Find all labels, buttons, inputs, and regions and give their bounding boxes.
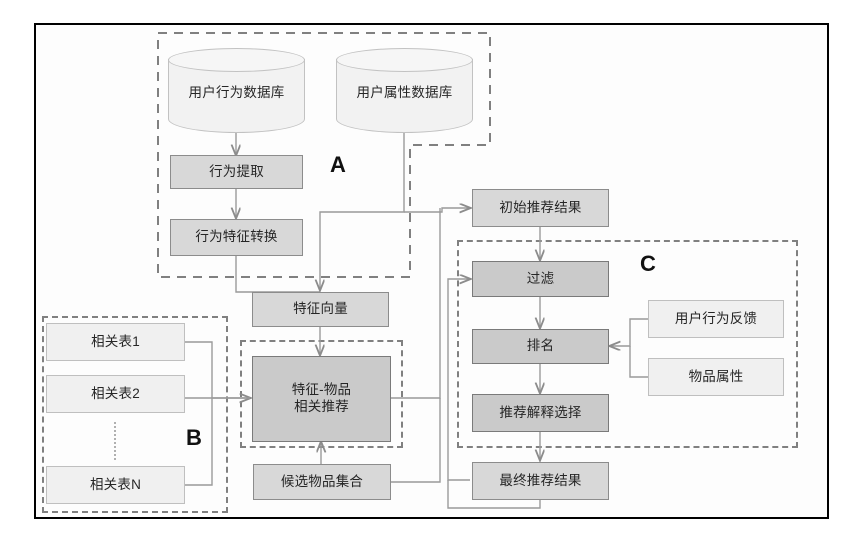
- node-initial-recommend-result[interactable]: 初始推荐结果: [472, 189, 609, 227]
- node-relation-table-2[interactable]: 相关表2: [46, 375, 185, 413]
- db-user-behavior: 用户行为数据库: [168, 48, 305, 133]
- group-label-c: C: [640, 251, 656, 276]
- node-item-attribute[interactable]: 物品属性: [648, 358, 784, 396]
- node-behavior-feature-transform[interactable]: 行为特征转换: [170, 219, 303, 256]
- node-feature-vector[interactable]: 特征向量: [252, 292, 389, 327]
- node-final-recommend-result[interactable]: 最终推荐结果: [472, 462, 609, 500]
- db-user-attribute: 用户属性数据库: [336, 48, 473, 133]
- group-region-b: [42, 316, 228, 513]
- group-label-b: B: [186, 425, 202, 450]
- ellipsis-dots: [114, 422, 116, 460]
- node-behavior-extraction[interactable]: 行为提取: [170, 155, 303, 189]
- group-label-a: A: [330, 152, 346, 177]
- node-relation-table-n[interactable]: 相关表N: [46, 466, 185, 504]
- cylinder-top: [336, 48, 473, 72]
- db-user-behavior-label: 用户行为数据库: [188, 84, 285, 100]
- node-filter[interactable]: 过滤: [472, 261, 609, 297]
- node-relation-table-1[interactable]: 相关表1: [46, 323, 185, 361]
- node-feature-item-recommend[interactable]: 特征-物品 相关推荐: [252, 356, 391, 442]
- cylinder-top: [168, 48, 305, 72]
- node-recommend-explain-select[interactable]: 推荐解释选择: [472, 394, 609, 432]
- node-user-behavior-feedback[interactable]: 用户行为反馈: [648, 300, 784, 338]
- node-ranking[interactable]: 排名: [472, 329, 609, 364]
- db-user-attribute-label: 用户属性数据库: [356, 84, 453, 100]
- node-candidate-item-set[interactable]: 候选物品集合: [253, 464, 391, 500]
